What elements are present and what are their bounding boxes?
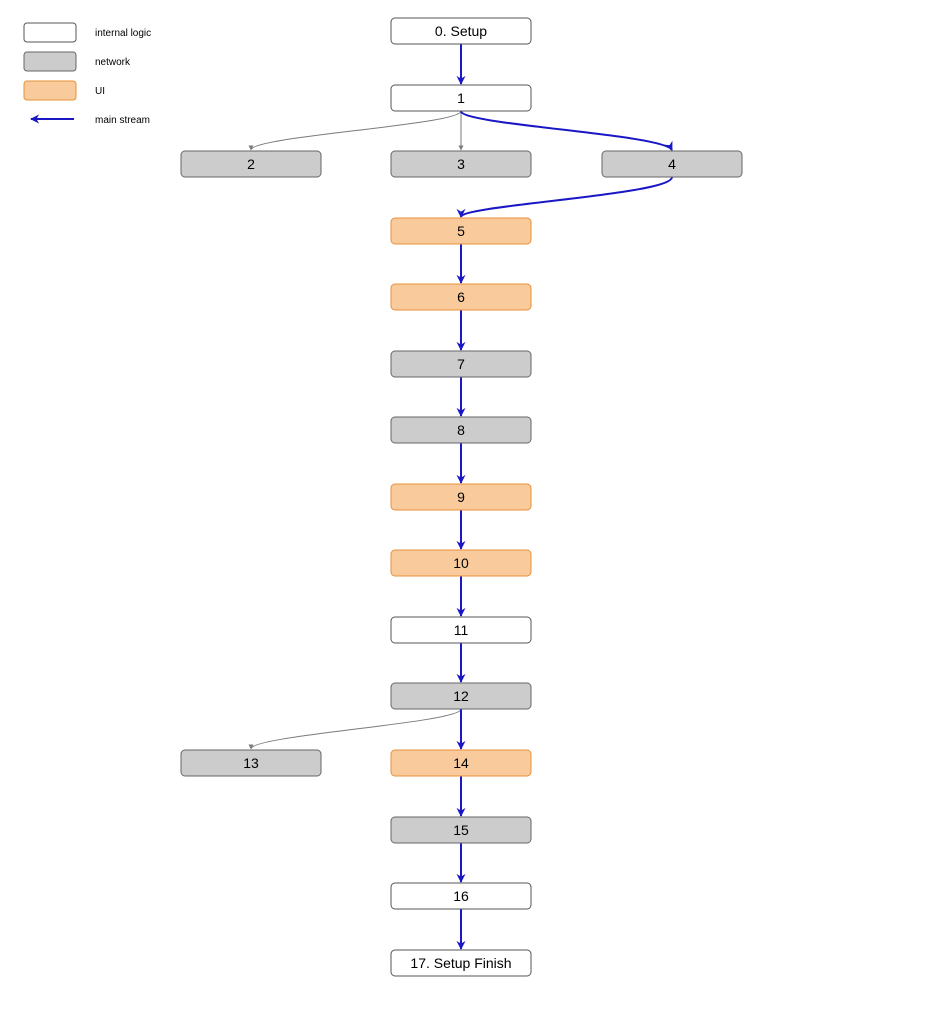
node-box (390, 217, 532, 245)
node-5: 5 (390, 217, 532, 245)
node-label: 11 (454, 622, 469, 638)
node-box (390, 416, 532, 444)
legend-label: main stream (95, 115, 150, 126)
edges (248, 44, 673, 950)
node-12: 12 (390, 682, 532, 710)
node-box (390, 616, 532, 644)
node-0: 0. Setup (390, 17, 532, 45)
node-label: 2 (247, 156, 255, 172)
node-label: 13 (243, 755, 259, 771)
node-3: 3 (390, 150, 532, 178)
node-label: 4 (668, 156, 676, 172)
node-label: 8 (457, 422, 465, 438)
node-box (390, 350, 532, 378)
node-label: 5 (457, 223, 465, 239)
legend-item: internal logic (23, 22, 151, 43)
node-6: 6 (390, 283, 532, 311)
node-label: 15 (453, 822, 469, 838)
legend-item: network (23, 51, 131, 72)
node-label: 16 (453, 888, 469, 904)
node-box (390, 17, 532, 45)
branch-connector (248, 708, 462, 750)
legend-label: internal logic (95, 28, 151, 39)
node-label: 1 (457, 90, 465, 106)
main-stream-arrow (456, 176, 673, 218)
node-label: 12 (453, 688, 469, 704)
node-2: 2 (180, 150, 322, 178)
node-box (390, 549, 532, 577)
node-box (390, 682, 532, 710)
node-label: 6 (457, 289, 465, 305)
node-box (390, 150, 532, 178)
node-box (390, 749, 532, 777)
node-box (601, 150, 743, 178)
node-13: 13 (180, 749, 322, 777)
legend-label: UI (95, 86, 105, 97)
node-4: 4 (601, 150, 743, 178)
legend-item: main stream (30, 114, 150, 126)
node-9: 9 (390, 483, 532, 511)
legend-swatch-internal (23, 22, 77, 43)
node-1: 1 (390, 84, 532, 112)
legend-swatch-ui (23, 80, 77, 101)
node-box (180, 150, 322, 178)
node-box (180, 749, 322, 777)
node-8: 8 (390, 416, 532, 444)
node-14: 14 (390, 749, 532, 777)
node-16: 16 (390, 882, 532, 910)
node-11: 11 (390, 616, 532, 644)
node-box (390, 816, 532, 844)
node-box (390, 84, 532, 112)
legend-label: network (95, 57, 131, 68)
node-label: 3 (457, 156, 465, 172)
node-box (390, 882, 532, 910)
node-box (390, 283, 532, 311)
node-box (390, 483, 532, 511)
node-label: 9 (457, 489, 465, 505)
node-label: 0. Setup (435, 23, 487, 39)
branch-connector (248, 110, 462, 151)
node-10: 10 (390, 549, 532, 577)
legend-item: UI (23, 80, 105, 101)
legend-swatch-network (23, 51, 77, 72)
main-stream-arrow (460, 110, 673, 151)
node-label: 14 (453, 755, 469, 771)
node-box (390, 949, 532, 977)
node-15: 15 (390, 816, 532, 844)
node-17: 17. Setup Finish (390, 949, 532, 977)
node-label: 7 (457, 356, 465, 372)
node-label: 10 (453, 555, 469, 571)
node-7: 7 (390, 350, 532, 378)
node-label: 17. Setup Finish (410, 955, 511, 971)
